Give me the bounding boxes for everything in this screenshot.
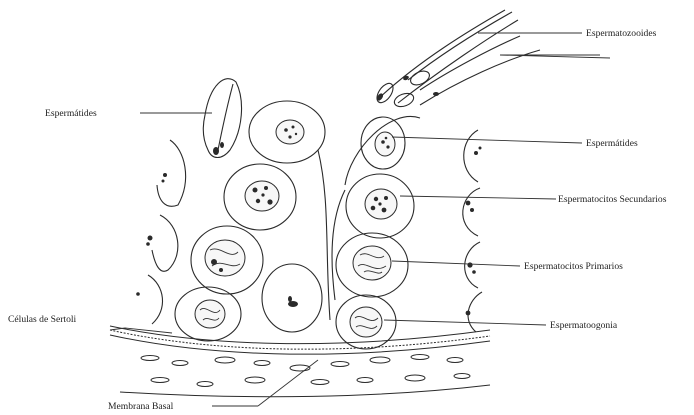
- label-celulas-de-sertoli: Células de Sertoli: [8, 314, 77, 325]
- leader-lines: [110, 33, 610, 406]
- label-espermatocitos-secundarios: Espermatocitos Secundarios: [558, 194, 667, 205]
- label-espermatides-right: Espermátides: [586, 138, 638, 149]
- label-espermatoogonia: Espermatoogonia: [550, 320, 618, 331]
- basal-membrane: [110, 326, 490, 397]
- left-column-cells: [136, 79, 325, 341]
- label-espermatocitos-primarios: Espermatocitos Primarios: [524, 261, 623, 272]
- label-membrana-basal: Membrana Basal: [108, 401, 174, 412]
- label-espermatozooides: Espermatozooides: [586, 28, 657, 39]
- spermatozoa-group: [374, 10, 540, 109]
- right-column-cells: [318, 117, 482, 349]
- label-espermatides-left: Espermátides: [45, 108, 97, 119]
